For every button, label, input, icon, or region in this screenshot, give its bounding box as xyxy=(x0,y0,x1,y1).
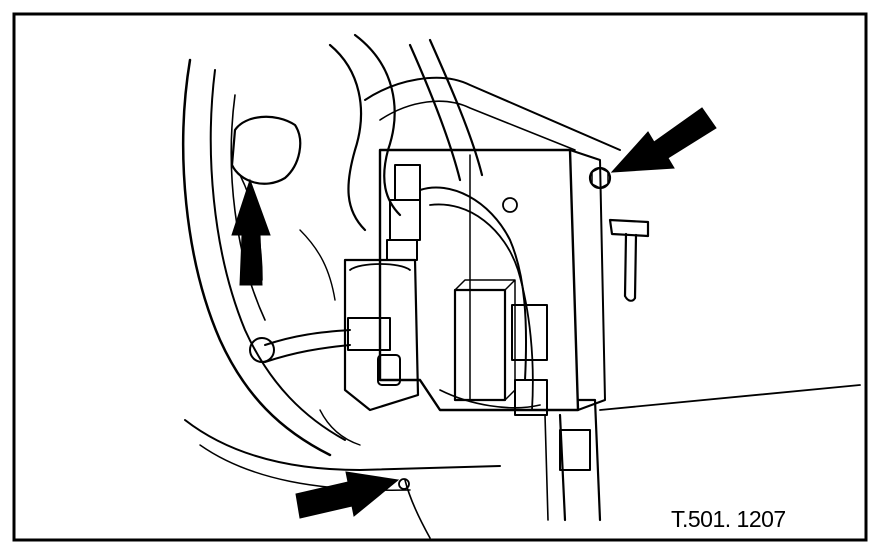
upper-panel-edge xyxy=(379,100,576,151)
hose-left-edge xyxy=(328,43,367,232)
side-pipe-bottom xyxy=(264,344,351,363)
upper-left-arrow xyxy=(231,178,271,286)
strap-clip xyxy=(608,218,650,238)
actuator-tab xyxy=(377,354,401,386)
harness-a xyxy=(419,186,528,381)
harness-b xyxy=(429,203,534,411)
harness-connector xyxy=(511,304,548,361)
lower-right-bracket-2 xyxy=(544,414,549,521)
bottom-arrow xyxy=(295,471,400,519)
bottom-fastener xyxy=(398,478,410,490)
upper-pocket xyxy=(230,115,302,185)
harness-connector-2 xyxy=(514,379,548,416)
harness-c xyxy=(439,389,541,409)
actuator-cap xyxy=(349,263,411,271)
indicator-arrows xyxy=(231,107,717,519)
connector-low xyxy=(386,239,418,261)
lower-right-block xyxy=(559,429,591,471)
panel-detail-1 xyxy=(299,229,336,301)
lower-body-curve xyxy=(184,419,501,471)
line-drawing xyxy=(182,33,861,539)
wheel-arch-outer xyxy=(182,58,332,457)
side-pipe-end xyxy=(249,337,275,363)
strap-end xyxy=(624,295,636,302)
reference-code: T.501. 1207 xyxy=(671,506,786,532)
panel-detail-2 xyxy=(319,409,361,446)
upper-right-arrow xyxy=(610,107,717,173)
hose-right-edge xyxy=(353,33,402,217)
wheel-arch-inner xyxy=(209,69,346,441)
lower-right-floor xyxy=(599,384,861,411)
upper-pipe-a xyxy=(408,43,462,182)
connector-top xyxy=(394,164,421,201)
mounting-bolt-hex xyxy=(591,167,609,189)
bottom-cable xyxy=(404,479,431,539)
side-pipe-top xyxy=(264,329,351,346)
figure-frame xyxy=(12,12,868,542)
strap-body xyxy=(623,232,638,300)
lower-right-bracket xyxy=(558,398,602,522)
upper-panel xyxy=(364,76,621,151)
upper-pipe-b xyxy=(428,38,484,177)
control-module xyxy=(453,288,507,402)
bracket-flange xyxy=(569,149,606,411)
actuator-body xyxy=(343,258,420,412)
connector-mid xyxy=(389,199,421,241)
side-pipe-union xyxy=(347,317,391,351)
harness-clip xyxy=(502,197,518,213)
wheel-arch-lip xyxy=(230,94,266,321)
